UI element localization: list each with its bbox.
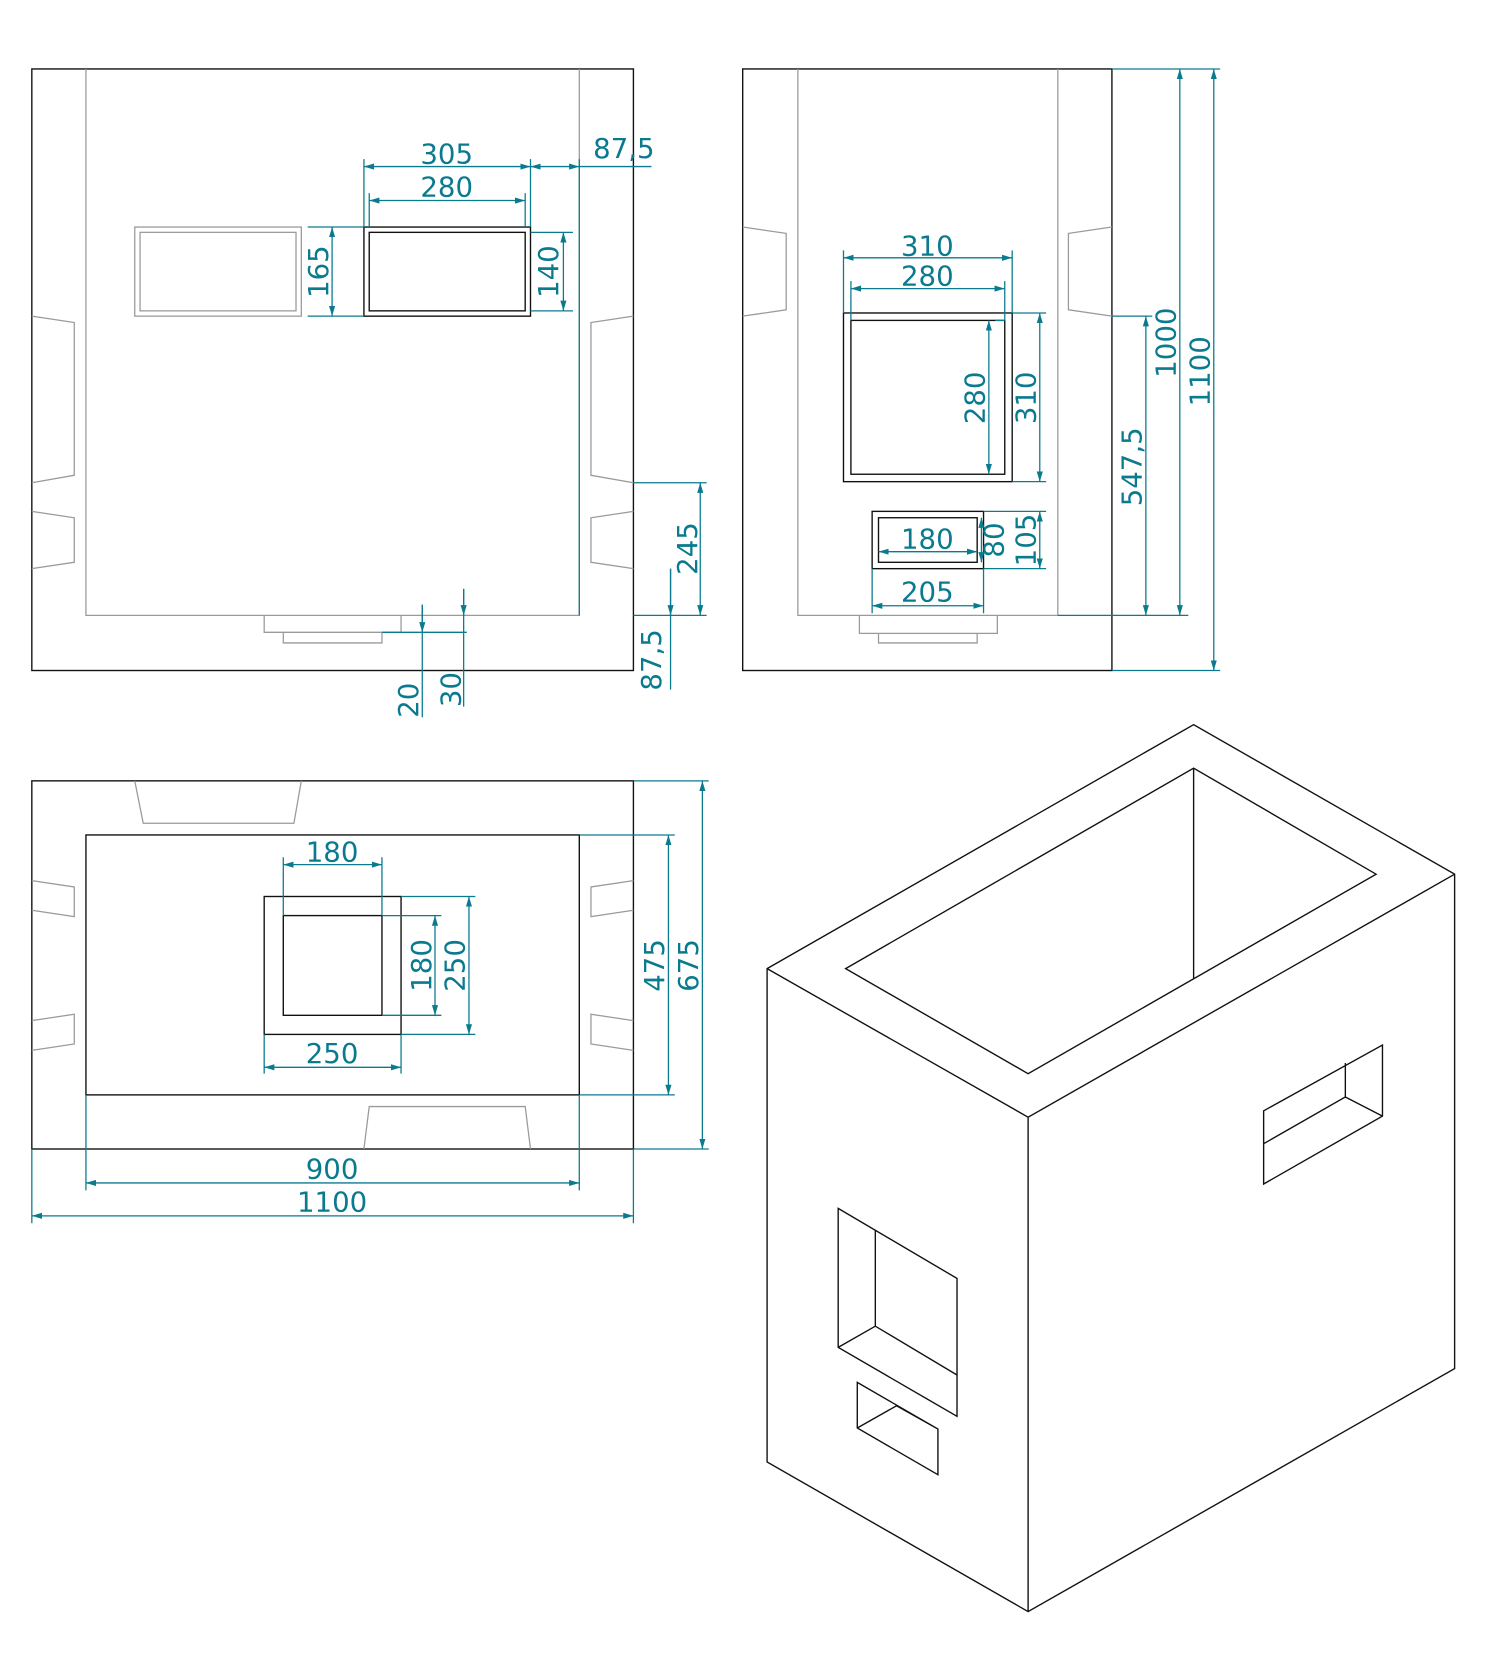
- front-view: 305 280 87,5 165 140 245 87,5 20 30: [31, 68, 707, 718]
- dim-165: 165: [302, 245, 335, 298]
- iso-right-window: [1262, 1043, 1384, 1186]
- iso-edges: [766, 873, 1455, 1612]
- iso-slot: [856, 1381, 939, 1476]
- dim-1000: 1000: [1150, 308, 1183, 378]
- dim-30: 30: [434, 672, 467, 707]
- front-right-window: [363, 226, 532, 317]
- dim-245: 245: [671, 522, 704, 575]
- side-view: 310 280 280 310 180 80 105 205 547,5 100…: [742, 68, 1221, 672]
- front-inner-hidden-lines: [85, 68, 580, 616]
- iso-outline: [766, 723, 1456, 1613]
- top-niche-back: [134, 780, 302, 824]
- dim-280: 280: [420, 170, 473, 203]
- dim-180-top-depth: 180: [405, 939, 438, 992]
- dim-1100-width: 1100: [297, 1186, 367, 1219]
- side-base: [858, 615, 998, 644]
- dim-180-slot: 180: [901, 523, 954, 556]
- dim-87-5-bottom: 87,5: [635, 629, 668, 690]
- top-outline: [31, 780, 635, 1150]
- top-side-niches: [31, 879, 634, 1051]
- dim-20: 20: [392, 683, 425, 718]
- side-window: [842, 312, 1013, 483]
- dim-900: 900: [306, 1153, 359, 1186]
- side-outline: [742, 68, 1113, 672]
- dim-1100-height: 1100: [1184, 336, 1217, 406]
- top-niche-front: [363, 1105, 532, 1150]
- dim-475: 475: [638, 939, 671, 992]
- dim-280-height: 280: [959, 372, 992, 425]
- top-dimensions: [31, 780, 709, 1224]
- dim-205: 205: [901, 576, 954, 609]
- dim-675: 675: [672, 939, 705, 992]
- dim-250-width: 250: [306, 1037, 359, 1070]
- side-niches: [742, 226, 1113, 317]
- top-opening-inner: [282, 914, 383, 1017]
- dim-280-width: 280: [901, 259, 954, 292]
- front-left-window: [134, 226, 302, 317]
- top-inner-cavity: [85, 834, 580, 1096]
- dim-80: 80: [978, 522, 1011, 557]
- front-base: [263, 615, 402, 644]
- front-dimensions: [307, 159, 707, 718]
- isometric-view: [766, 723, 1456, 1613]
- iso-top-opening: [844, 767, 1378, 1075]
- dim-305: 305: [420, 137, 473, 170]
- top-opening-outer: [263, 895, 402, 1036]
- dim-250-depth: 250: [439, 939, 472, 992]
- dim-140: 140: [532, 245, 565, 298]
- top-view: 180 180 250 250 475 675 900 1100: [31, 780, 709, 1224]
- dim-310-height: 310: [1010, 372, 1043, 425]
- dim-547-5: 547,5: [1116, 427, 1149, 506]
- dim-87-5-top: 87,5: [593, 132, 654, 165]
- front-side-niches: [31, 315, 634, 570]
- dim-105: 105: [1010, 514, 1043, 567]
- side-inner-hidden-lines: [797, 68, 1059, 616]
- front-outline: [31, 68, 635, 672]
- dim-180-top-width: 180: [306, 835, 359, 868]
- dim-310-width: 310: [901, 230, 954, 263]
- side-dimensions: [842, 68, 1221, 672]
- iso-left-window: [837, 1207, 958, 1418]
